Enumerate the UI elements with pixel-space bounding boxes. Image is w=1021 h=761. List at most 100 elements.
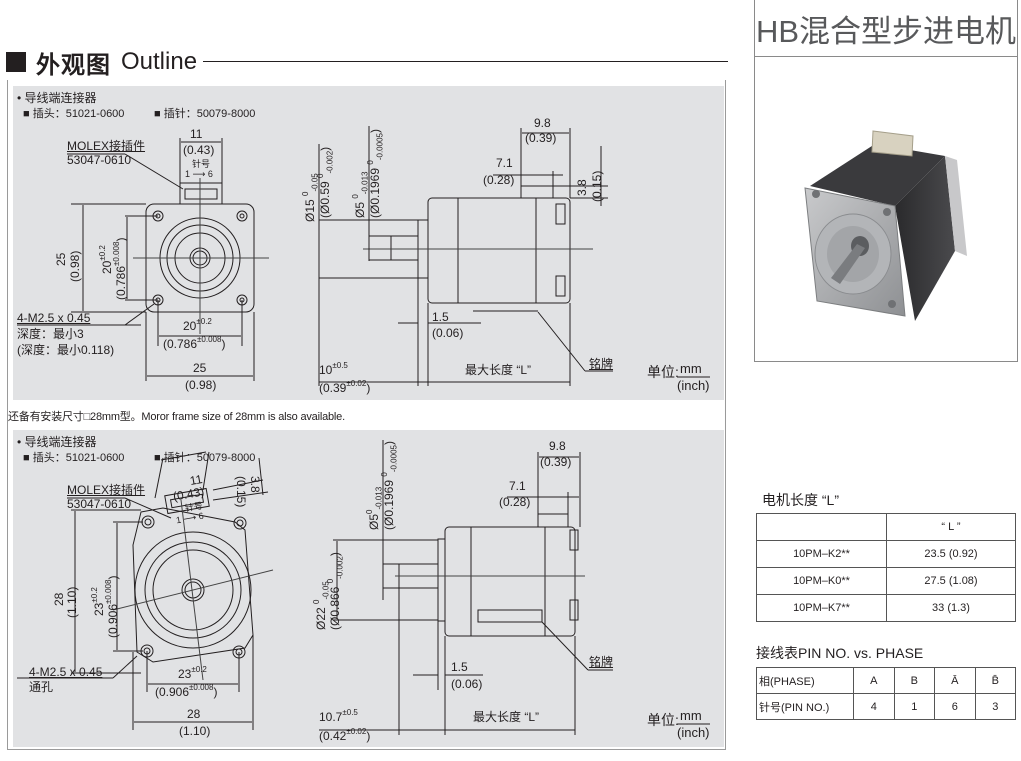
dim-shaft-dia-inch: (Ø0.1969 0-0.0005) (366, 129, 385, 218)
dim-height-inch: (0.98) (68, 250, 82, 282)
outline-drawing-25mm: • 导线端连接器 ■ 插头：51021-0600 ■ 插针：50079-8000… (13, 86, 724, 400)
section-header: 外观图 Outline (6, 46, 205, 79)
dim-hole-pitch-h-inch: (0.786±0.008) (163, 335, 226, 351)
phase-cell: Ā (934, 667, 976, 694)
pin-cell: 3 (974, 693, 1016, 720)
product-title-box: HB混合型步进电机 (754, 0, 1018, 57)
unit-inch: (inch) (677, 725, 710, 740)
product-photo-box (754, 56, 1018, 362)
pin-number-label: 针号 (192, 159, 211, 169)
dim-7-1-inch: (0.28) (483, 173, 515, 187)
side-connector (537, 513, 569, 528)
phase-label-cell: 相(PHASE) (756, 667, 854, 694)
dim-1-5-inch: (0.06) (432, 326, 464, 340)
side-connector (520, 185, 554, 199)
outline-drawing-28mm: • 导线端连接器 ■ 插头：51021-0600 ■ 插针：50079-8000… (13, 430, 724, 747)
nameplate-plate (477, 609, 543, 623)
dim-height-inch: (1.10) (65, 586, 79, 618)
nameplate-label: 铭牌 (589, 357, 614, 371)
dim-shaft-dia-inch: (Ø0.1969 0-0.0005) (380, 441, 399, 530)
model-cell: 10PM–K2** (756, 540, 887, 568)
frame-border-right (725, 80, 726, 750)
pin-row: 针号(PIN NO.) 4 1 6 3 (756, 693, 1016, 720)
pin-cell: 4 (853, 693, 895, 720)
dim-3-8: 3.8 (575, 179, 589, 196)
dim-9-8: 9.8 (549, 439, 566, 453)
table-header-row: “ L ” (756, 513, 1016, 541)
dim-width: 25 (193, 361, 207, 375)
length-cell: 27.5 (1.08) (886, 567, 1016, 595)
molex-label: MOLEX接插件 (67, 483, 146, 497)
header-cell-length: “ L ” (886, 513, 1016, 541)
dim-hole-pitch-h: 20±0.2 (183, 317, 212, 333)
plug-part-label: ■ 插头：51021-0600 (23, 452, 125, 464)
dim-shaft-length-inch: (0.42±0.02) (319, 727, 371, 743)
side-body-outline (427, 197, 571, 304)
connector-heading: • 导线端连接器 (17, 435, 97, 449)
motor-connector (871, 130, 914, 157)
unit-mm: mm (680, 708, 702, 723)
section-title-cn: 外观图 (36, 51, 111, 79)
length-table: “ L ” 10PM–K2** 23.5 (0.92) 10PM–K0** 27… (756, 513, 1016, 622)
unit-inch: (inch) (677, 378, 710, 393)
connector-outline (179, 182, 223, 205)
header-cell-model (756, 513, 887, 541)
length-cell: 23.5 (0.92) (886, 540, 1016, 568)
phase-cell: B̄ (974, 667, 1016, 694)
connector-heading: • 导线端连接器 (17, 91, 97, 105)
pin-phase-table: 相(PHASE) A B Ā B̄ 针号(PIN NO.) 4 1 6 3 (756, 667, 1016, 720)
dim-connector-width-inch: (0.43) (183, 143, 215, 157)
model-cell: 10PM–K7** (756, 594, 887, 622)
dim-boss-dia-inch: (Ø0.59 0-0.002) (316, 146, 335, 218)
phase-cell: B (893, 667, 935, 694)
thread-depth: 深度：最小3 (17, 327, 84, 341)
pin-range: 1 ⟶ 6 (185, 169, 213, 179)
front-flange-outline (132, 507, 254, 663)
pin-label-cell: 针号(PIN NO.) (756, 693, 854, 720)
unit-label: 单位: (647, 364, 679, 380)
pin-table-title: 接线表PIN NO. vs. PHASE (756, 645, 924, 661)
model-cell: 10PM–K0** (756, 567, 887, 595)
dim-width-inch: (0.98) (185, 378, 217, 392)
through-hole-label: 通孔 (29, 680, 54, 694)
section-title-en: Outline (121, 48, 198, 75)
side-body-outline (444, 526, 576, 637)
dim-3-8: 3.8 (248, 476, 262, 493)
length-table-title: 电机长度 “L” (762, 492, 839, 508)
motor-photo (804, 130, 967, 321)
frame-border-bottom (7, 749, 726, 750)
table-row: 10PM–K2** 23.5 (0.92) (756, 540, 1016, 568)
dim-width: 28 (187, 707, 201, 721)
section-divider (203, 61, 728, 62)
shaft-side (390, 235, 419, 261)
thread-depth-inch: (深度：最小0.118) (17, 343, 115, 357)
molex-label: MOLEX接插件 (67, 139, 146, 153)
dim-9-8-inch: (0.39) (540, 455, 572, 469)
drawing-28mm-lines (17, 440, 710, 735)
dim-shaft-length: 10±0.5 (319, 361, 348, 377)
dim-hole-pitch-v-inch: (0.786±0.008) (112, 237, 128, 300)
frame-border-left (7, 80, 8, 750)
table-row: 10PM–K7** 33 (1.3) (756, 594, 1016, 622)
mount-hole (236, 210, 248, 222)
dim-1-5: 1.5 (432, 310, 449, 324)
outer-ring (134, 531, 252, 649)
unit-mm: mm (680, 361, 702, 376)
dim-7-1: 7.1 (496, 156, 513, 170)
molex-part-number: 53047-0610 (67, 153, 132, 167)
pin-cell: 6 (934, 693, 976, 720)
dim-shaft-length: 10.7±0.5 (319, 708, 358, 724)
dim-width-inch: (1.10) (179, 724, 211, 738)
dim-9-8: 9.8 (534, 116, 551, 130)
unit-label: 单位: (647, 712, 679, 728)
frame-size-note: 还备有安装尺寸□28mm型。Moror frame size of 28mm i… (8, 411, 345, 423)
dim-hole-pitch-v-inch: (0.906±0.008) (104, 575, 120, 638)
dim-shaft-length-inch: (0.39±0.02) (319, 379, 371, 395)
motor-shaft (831, 244, 865, 284)
dim-3-8-inch: (0.15) (234, 476, 248, 508)
length-cell: 33 (1.3) (886, 594, 1016, 622)
table-row: 10PM–K0** 27.5 (1.08) (756, 567, 1016, 595)
dim-height: 25 (54, 252, 68, 266)
dim-hole-pitch-h: 23±0.2 (178, 665, 207, 681)
pin-part-label: ■ 插针：50079-8000 (154, 108, 256, 120)
